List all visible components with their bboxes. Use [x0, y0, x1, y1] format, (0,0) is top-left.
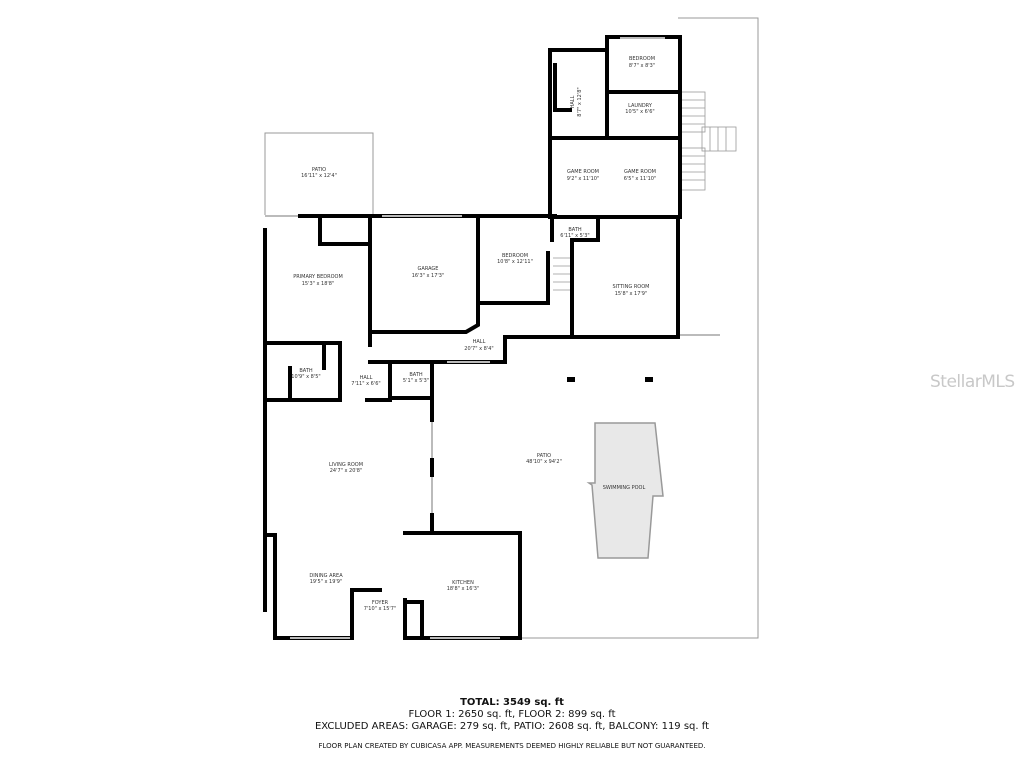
- disclaimer: FLOOR PLAN CREATED BY CUBICASA APP. MEAS…: [318, 742, 706, 750]
- room-dining-area-name: DINING AREA: [309, 573, 343, 579]
- room-patio-upper-name: PATIO: [312, 167, 326, 173]
- room-game-room-1-name: GAME ROOM: [567, 169, 599, 175]
- excluded-areas: EXCLUDED AREAS: GARAGE: 279 sq. ft, PATI…: [314, 721, 710, 732]
- room-laundry-dims: 10'5" x 6'6": [625, 109, 654, 115]
- room-primary-bedroom-dims: 15'3" x 18'8": [302, 281, 335, 287]
- room-sitting-room-name: SITTING ROOM: [612, 284, 649, 290]
- room-bath-primary-name: BATH: [299, 368, 313, 374]
- room-patio-name: PATIO: [537, 453, 551, 459]
- room-garage-dims: 16'3" x 17'3": [412, 273, 445, 279]
- room-kitchen-dims: 18'8" x 16'3": [447, 586, 480, 592]
- room-game-room-1-dims: 9'2" x 11'10": [567, 176, 600, 182]
- room-sitting-room-dims: 15'8" x 17'9": [615, 291, 648, 297]
- room-bath-upper-dims: 6'11" x 5'3": [560, 233, 589, 239]
- room-kitchen-name: KITCHEN: [452, 580, 474, 586]
- room-garage-name: GARAGE: [418, 266, 439, 272]
- floor-areas: FLOOR 1: 2650 sq. ft, FLOOR 2: 899 sq. f…: [408, 709, 616, 720]
- room-bedroom-upper-name: BEDROOM: [629, 56, 655, 62]
- room-labels: BEDROOM 8'7" x 8'3" HALL 8'7" x 12'8" LA…: [291, 56, 656, 612]
- room-patio-upper-dims: 16'11" x 12'4": [301, 173, 337, 179]
- room-bedroom-dims: 10'8" x 12'11": [497, 259, 533, 265]
- windows: [265, 37, 720, 639]
- room-hall-name: HALL: [473, 339, 486, 345]
- room-bedroom-name: BEDROOM: [502, 253, 528, 259]
- pillar: [645, 377, 653, 382]
- room-hall-dims: 20'7" x 8'4": [464, 346, 493, 352]
- room-patio-dims: 48'10" x 94'2": [526, 459, 562, 465]
- room-hall-small-dims: 7'11" x 6'6": [351, 381, 380, 387]
- room-bath-primary-dims: 10'9" x 8'5": [291, 374, 320, 380]
- room-dining-area-dims: 19'5" x 19'9": [310, 579, 343, 585]
- room-game-room-2-name: GAME ROOM: [624, 169, 656, 175]
- room-foyer-name: FOYER: [372, 600, 389, 606]
- room-hall-upper-dims: 8'7" x 12'8": [577, 87, 583, 116]
- room-living-room-name: LIVING ROOM: [329, 462, 363, 468]
- total-area: TOTAL: 3549 sq. ft: [460, 697, 564, 708]
- room-bath-small-name: BATH: [409, 372, 423, 378]
- room-primary-bedroom-name: PRIMARY BEDROOM: [293, 274, 343, 280]
- room-swimming-pool-name: SWIMMING POOL: [603, 485, 646, 491]
- exterior-stairs: [553, 91, 737, 291]
- room-laundry-name: LAUNDRY: [628, 103, 653, 109]
- watermark-logo: StellarMLS: [930, 372, 1015, 392]
- room-bath-small-dims: 5'1" x 5'3": [403, 378, 429, 384]
- pillar: [567, 377, 575, 382]
- swimming-pool: [586, 422, 664, 559]
- outer-patio-outline: [264, 17, 759, 639]
- room-bath-upper-name: BATH: [568, 227, 582, 233]
- room-living-room-dims: 24'7" x 20'8": [330, 468, 363, 474]
- room-foyer-dims: 7'10" x 15'7": [364, 606, 397, 612]
- room-hall-upper-name: HALL: [570, 95, 576, 108]
- room-hall-small-name: HALL: [360, 375, 373, 381]
- room-bedroom-upper-dims: 8'7" x 8'3": [629, 63, 655, 69]
- room-game-room-2-dims: 6'5" x 11'10": [624, 176, 657, 182]
